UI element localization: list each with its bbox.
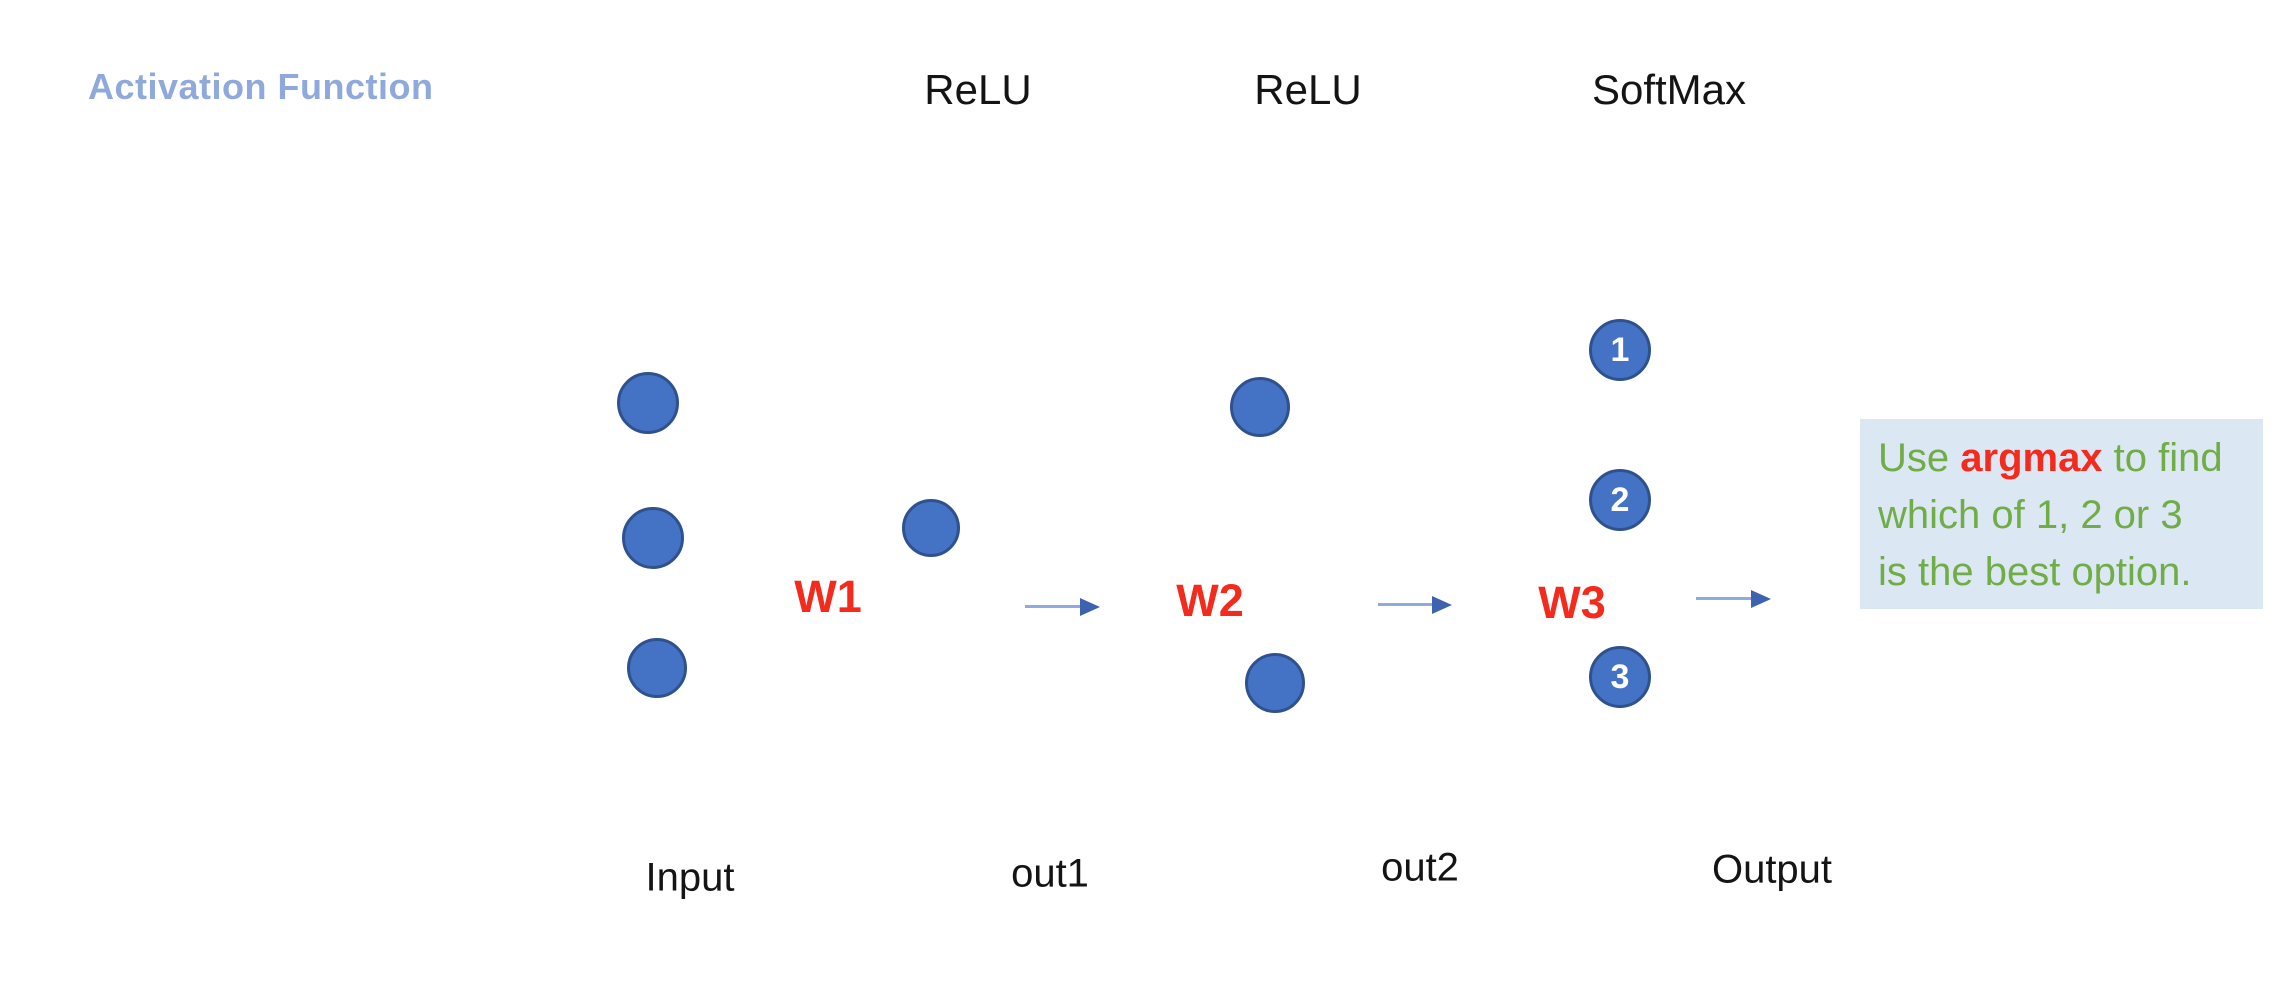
output-node-3-label: 3 xyxy=(1610,658,1630,696)
arrow-head-icon xyxy=(1432,596,1452,614)
output-node-1: 1 xyxy=(1589,319,1651,381)
output-node-2: 2 xyxy=(1589,469,1651,531)
arrow-line xyxy=(1025,605,1086,608)
weight-label-w1: W1 xyxy=(794,571,862,622)
layer-caption-input: Input xyxy=(645,855,735,900)
output-node-1-label: 1 xyxy=(1610,331,1630,369)
hidden2-node-1 xyxy=(1230,377,1290,437)
argmax-note-box: Use argmax to find which of 1, 2 or 3 is… xyxy=(1860,419,2263,609)
activation-label-relu-1: ReLU xyxy=(924,66,1032,113)
flow-arrow-2 xyxy=(1378,596,1452,614)
flow-arrow-1 xyxy=(1025,598,1100,616)
weight-label-w2: W2 xyxy=(1176,575,1244,626)
input-node-3 xyxy=(627,638,687,698)
note-line-3: is the best option. xyxy=(1878,550,2192,594)
layer-caption-output: Output xyxy=(1711,847,1833,892)
arrow-line xyxy=(1378,603,1438,606)
hidden1-node-1 xyxy=(902,499,960,557)
page-title: Activation Function xyxy=(88,66,434,107)
activation-label-softmax: SoftMax xyxy=(1591,66,1747,113)
note-text-argmax: argmax xyxy=(1960,436,2103,480)
output-node-3: 3 xyxy=(1589,646,1651,708)
layer-caption-out2: out2 xyxy=(1381,845,1459,890)
arrow-head-icon xyxy=(1080,598,1100,616)
note-line-1: Use argmax to find xyxy=(1878,430,2263,487)
activation-label-relu-2: ReLU xyxy=(1254,66,1362,113)
flow-arrow-3 xyxy=(1696,590,1771,608)
arrow-head-icon xyxy=(1751,590,1771,608)
output-node-2-label: 2 xyxy=(1610,481,1630,519)
note-line-2: which of 1, 2 or 3 xyxy=(1878,493,2183,537)
layer-caption-out1: out1 xyxy=(1011,851,1089,896)
note-text-tail: to find xyxy=(2102,436,2223,480)
note-text-lead: Use xyxy=(1878,436,1961,480)
weight-label-w3: W3 xyxy=(1538,577,1606,628)
hidden2-node-2 xyxy=(1245,653,1305,713)
arrow-line xyxy=(1696,597,1757,600)
input-node-1 xyxy=(617,372,679,434)
input-node-2 xyxy=(622,507,684,569)
